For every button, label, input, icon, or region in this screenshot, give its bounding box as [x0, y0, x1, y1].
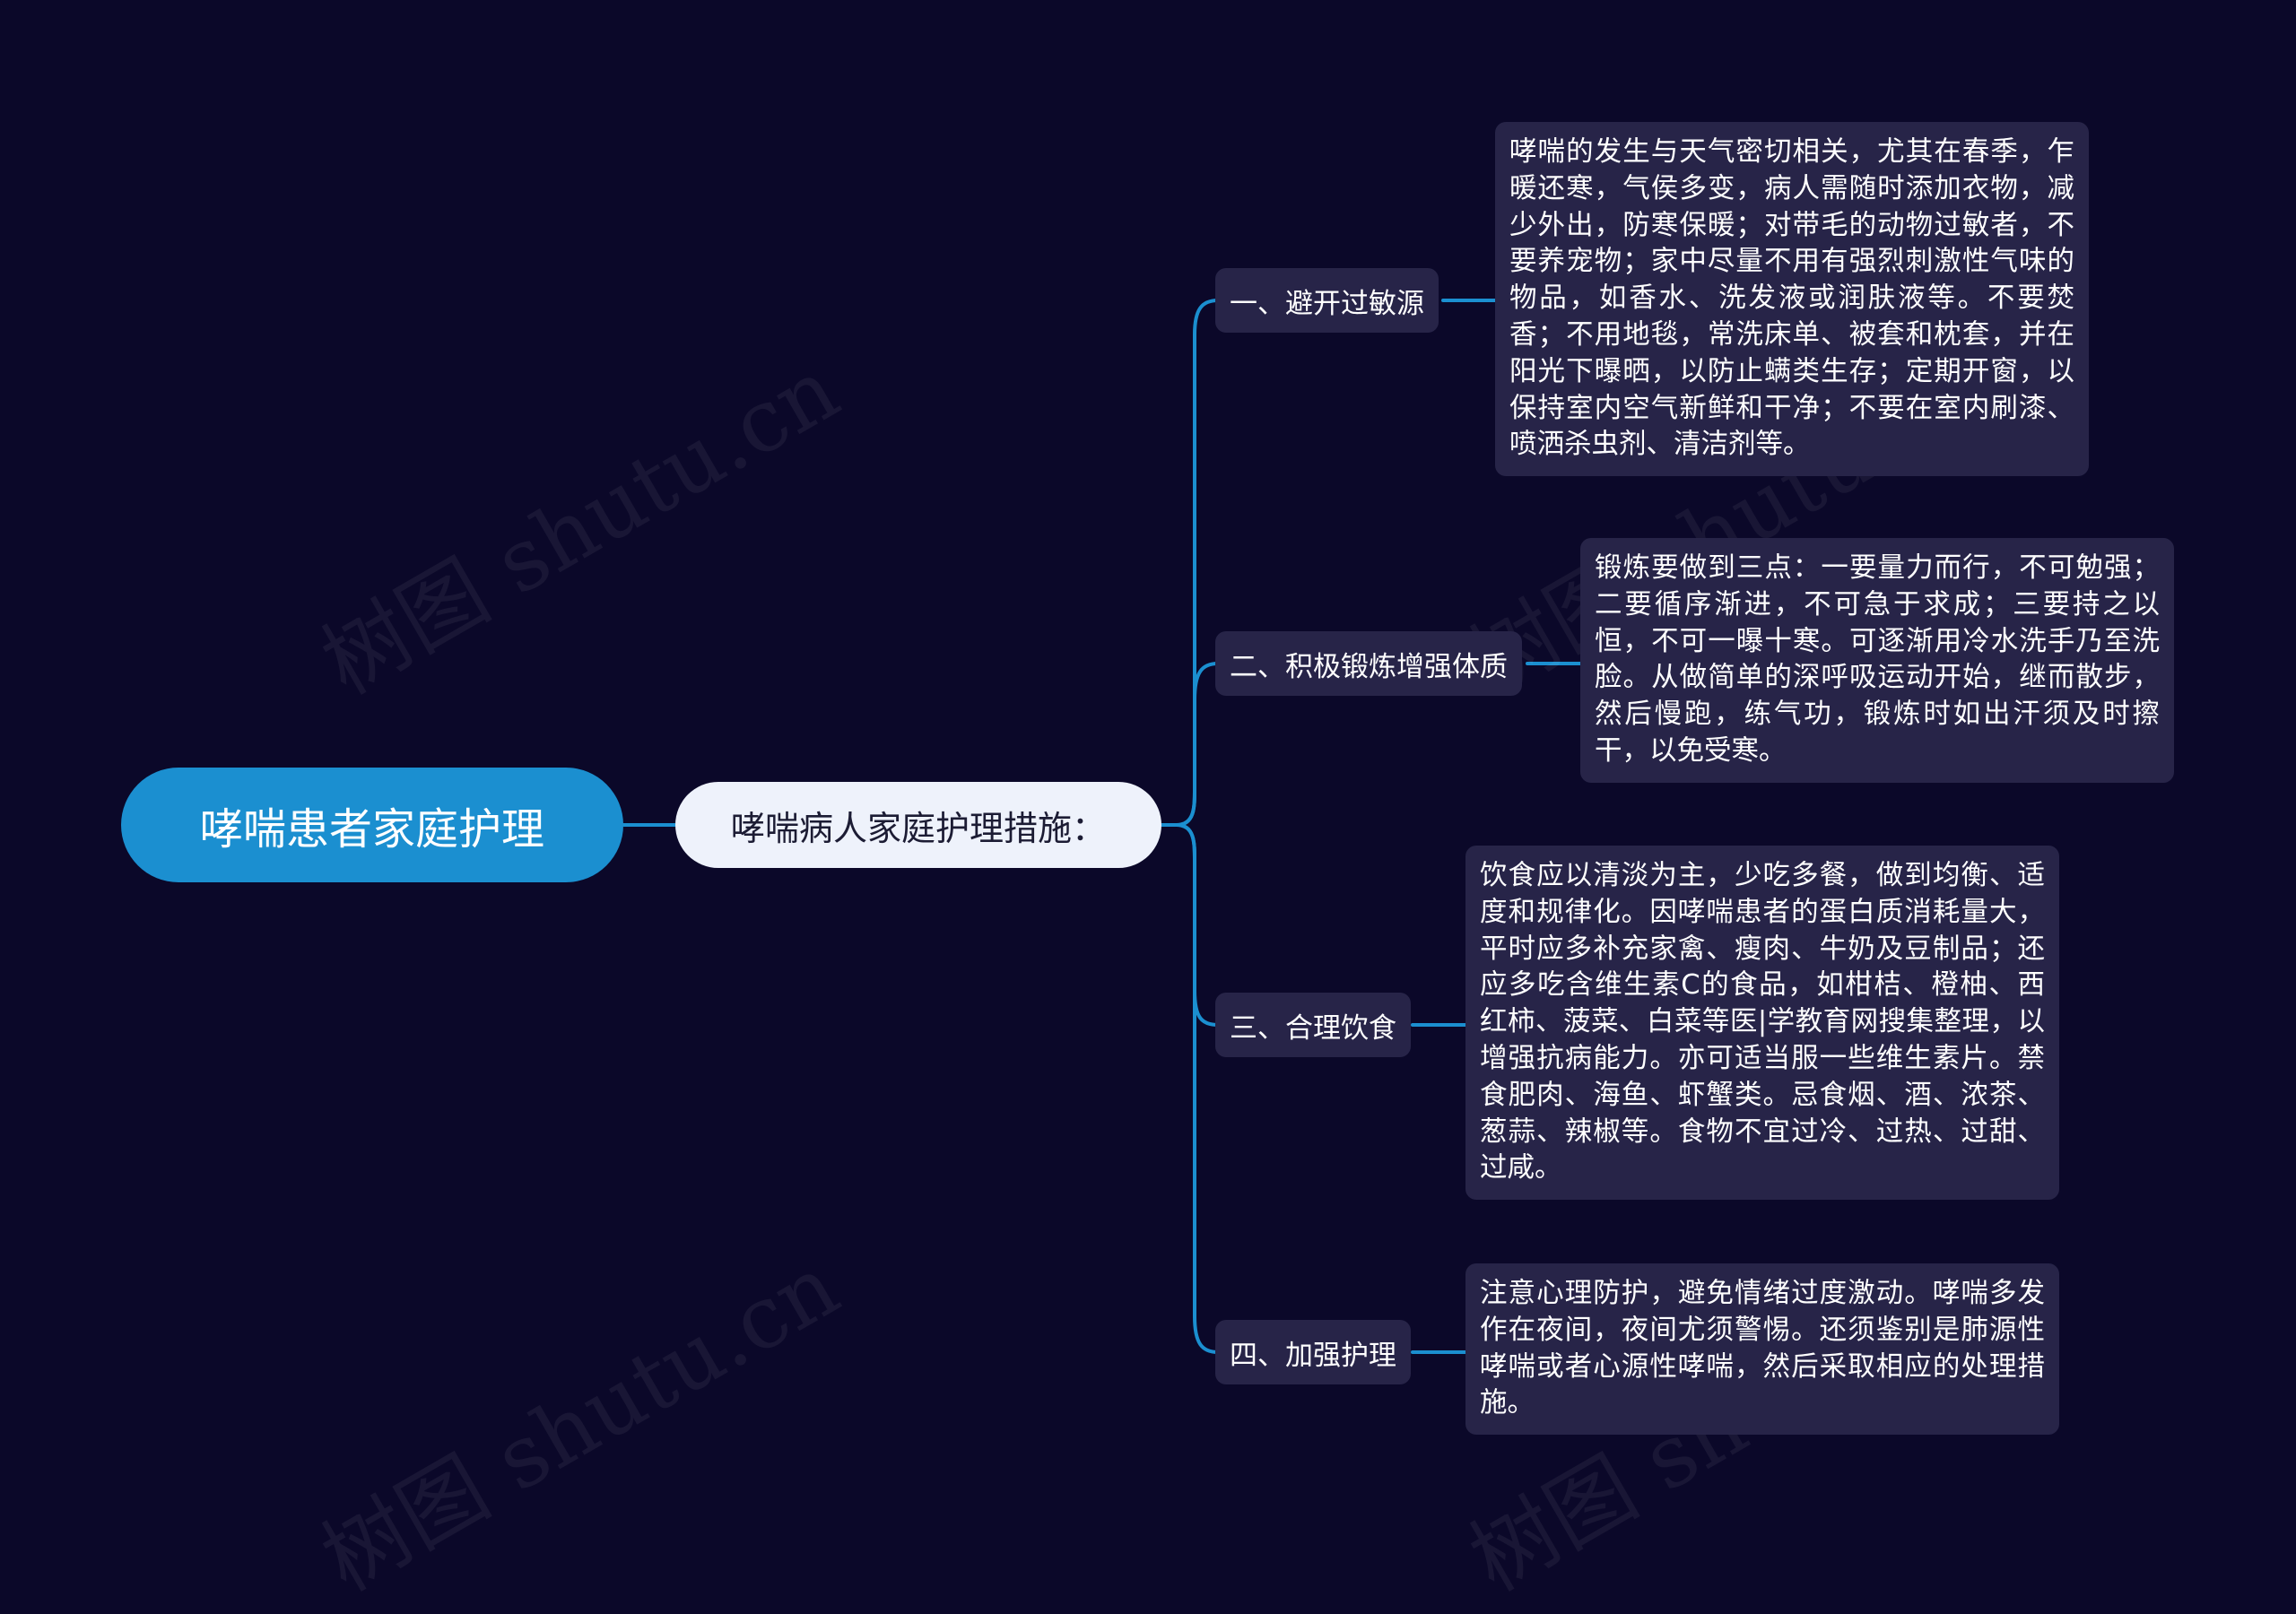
sub-to-branch-2-connector — [1175, 662, 1220, 827]
sub-to-branch-4-connector — [1175, 823, 1220, 1354]
sub-to-branch-1-connector — [1160, 299, 1220, 827]
detail-node-4[interactable]: 注意心理防护，避免情绪过度激动。哮喘多发作在夜间，夜间尤须警惕。还须鉴别是肺源性… — [1465, 1263, 2059, 1436]
branch-node-2[interactable]: 二、积极锻炼增强体质 — [1215, 631, 1522, 696]
connector-lines — [622, 299, 1582, 1354]
root-node[interactable]: 哮喘患者家庭护理 — [121, 768, 623, 882]
branch-node-3[interactable]: 三、合理饮食 — [1215, 993, 1411, 1057]
detail-node-1[interactable]: 哮喘的发生与天气密切相关，尤其在春季，乍暖还寒，气侯多变，病人需随时添加衣物，减… — [1495, 122, 2089, 477]
sub-to-branch-3-connector — [1175, 823, 1220, 1027]
detail-node-2[interactable]: 锻炼要做到三点：一要量力而行，不可勉强；二要循序渐进，不可急于求成；三要持之以恒… — [1580, 538, 2174, 783]
branch-node-1[interactable]: 一、避开过敏源 — [1215, 268, 1439, 333]
subtopic-node[interactable]: 哮喘病人家庭护理措施： — [675, 782, 1161, 868]
branch-node-4[interactable]: 四、加强护理 — [1215, 1320, 1411, 1384]
detail-node-3[interactable]: 饮食应以清淡为主，少吃多餐，做到均衡、适度和规律化。因哮喘患者的蛋白质消耗量大，… — [1465, 846, 2059, 1201]
